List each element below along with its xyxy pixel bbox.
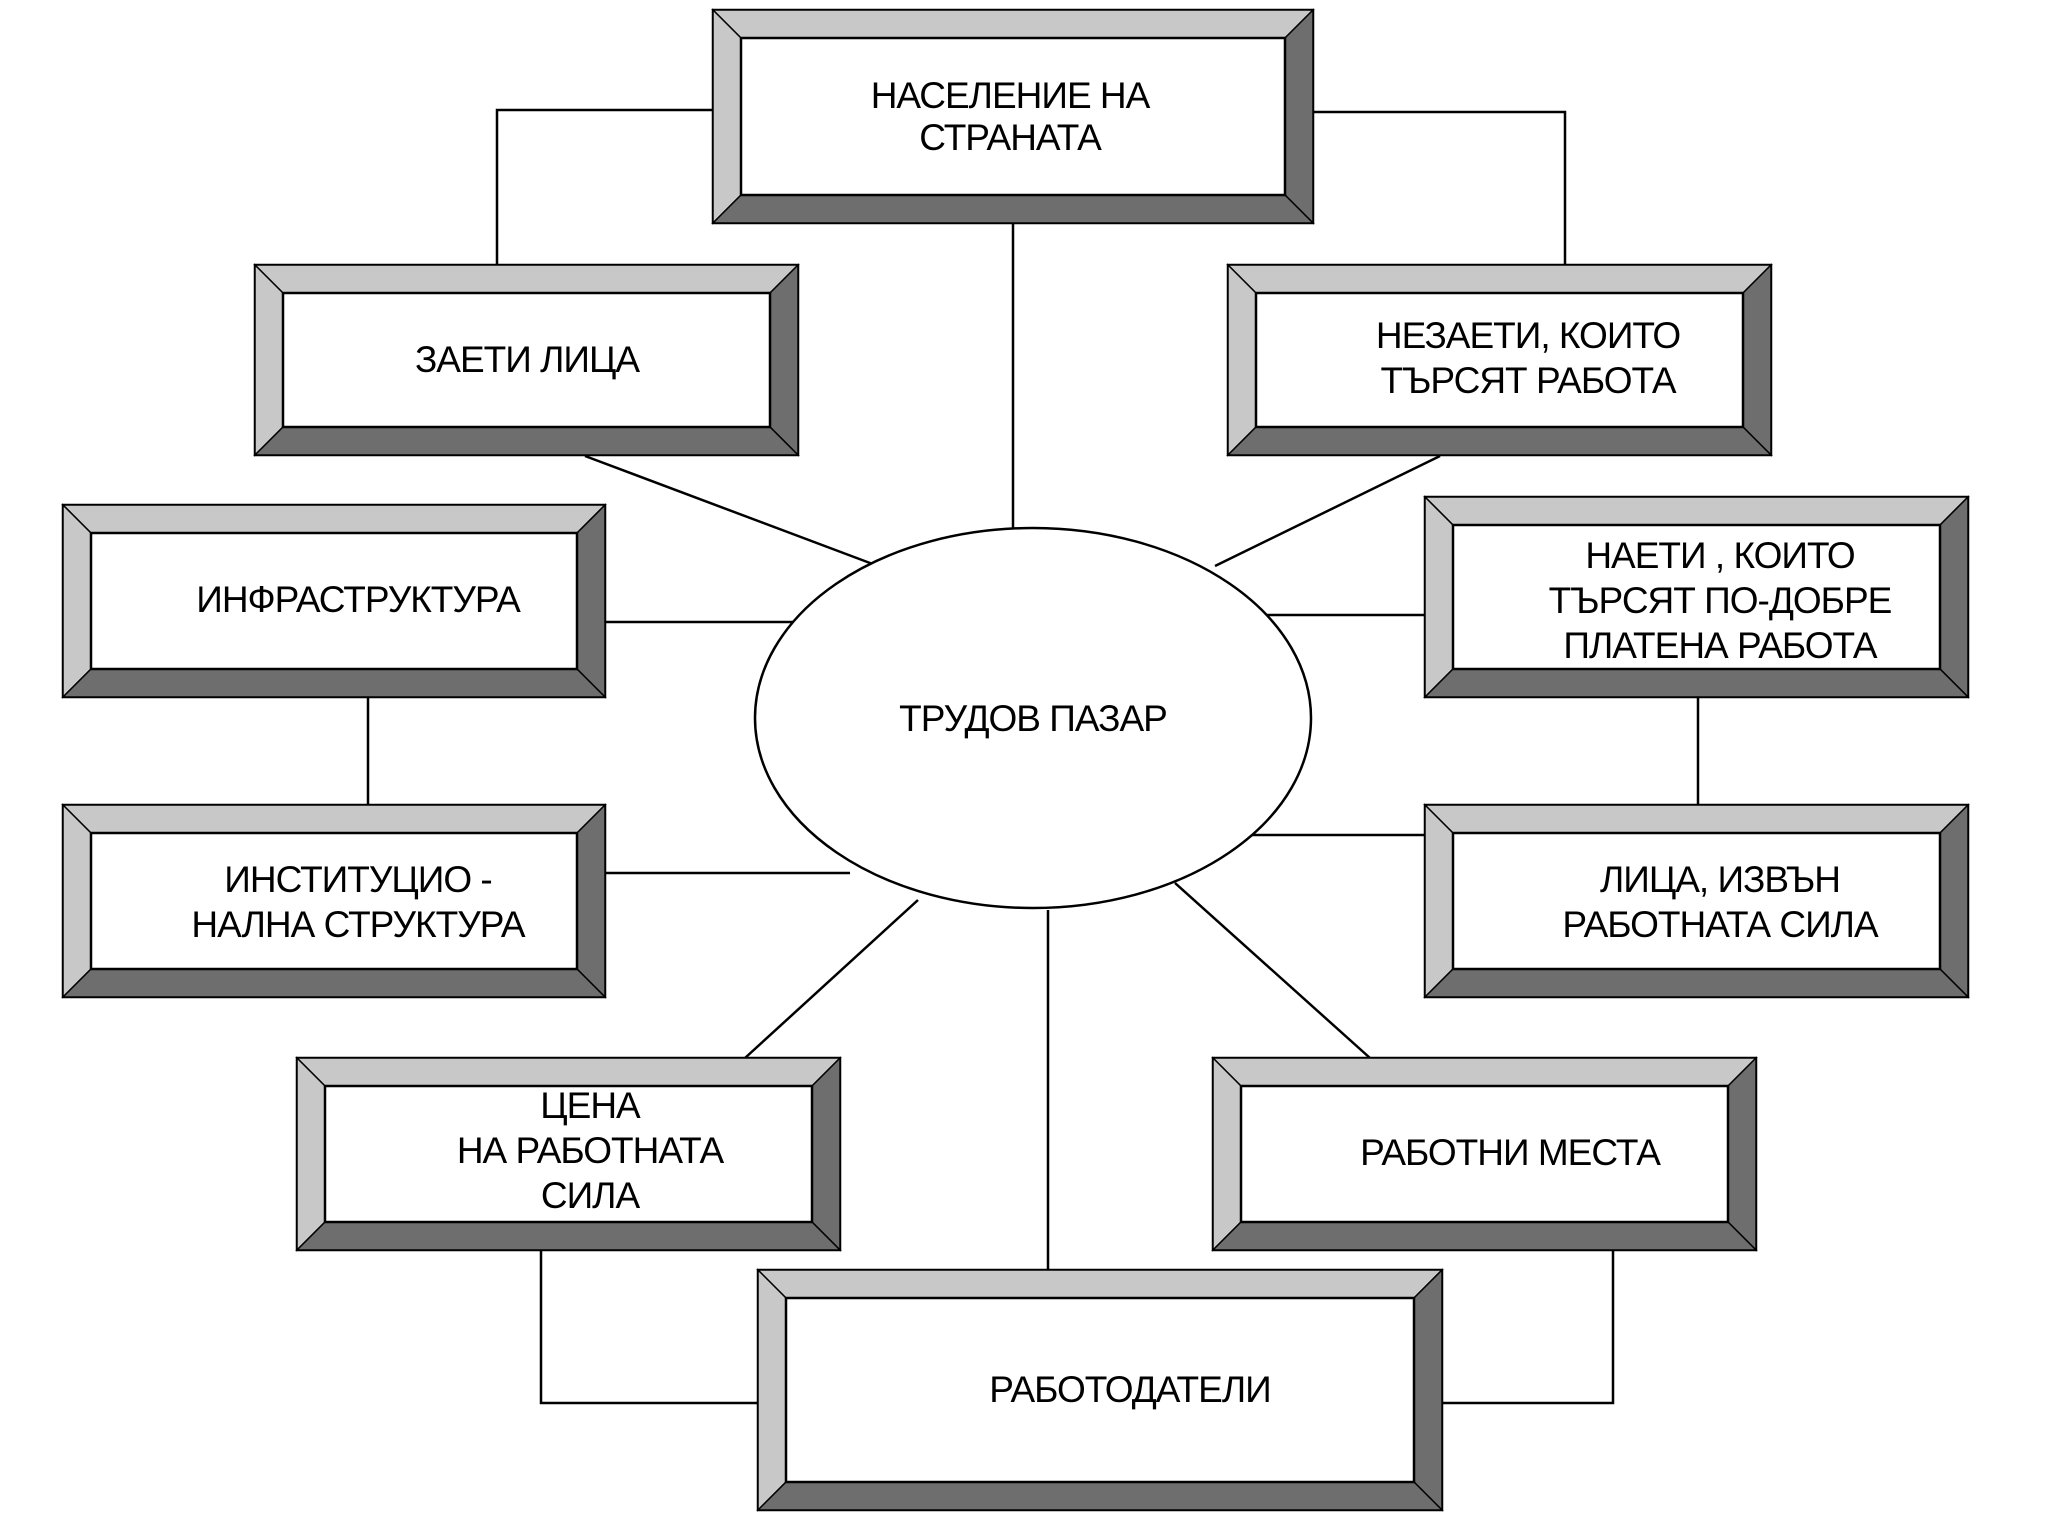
bevel-left bbox=[1424, 803, 1454, 999]
bevel-right bbox=[1727, 1056, 1757, 1252]
box-label-line: ИНСТИТУЦИО - bbox=[224, 859, 491, 900]
bevel-right bbox=[811, 1056, 841, 1252]
bevel-top bbox=[61, 804, 607, 834]
box-label-line: РАБОТНАТА СИЛА bbox=[1562, 904, 1879, 945]
bevel-left bbox=[1227, 263, 1257, 457]
bevel-left bbox=[62, 503, 92, 699]
box-label-line: ПЛАТЕНА РАБОТА bbox=[1563, 625, 1878, 666]
box-face bbox=[1451, 523, 1942, 671]
bevel-bottom bbox=[295, 1221, 842, 1251]
bevel-bottom bbox=[1423, 668, 1970, 698]
bevel-left bbox=[757, 1268, 787, 1512]
box-label-line: ЦЕНА bbox=[540, 1085, 641, 1126]
box-label-line: НАЕТИ , КОИТО bbox=[1585, 535, 1855, 576]
bevel-top bbox=[295, 1057, 842, 1087]
box-face bbox=[739, 36, 1287, 197]
bevel-top bbox=[756, 1269, 1444, 1299]
box-label-line: РАБОТНИ МЕСТА bbox=[1360, 1132, 1661, 1173]
box-label-line: ЗАЕТИ ЛИЦА bbox=[415, 339, 640, 380]
bevel-top bbox=[1423, 496, 1970, 526]
hub-ellipse bbox=[753, 526, 1313, 910]
box-label-line: ИНФРАСТРУКТУРА bbox=[196, 579, 521, 620]
box-face bbox=[89, 531, 579, 671]
hub-label: ТРУДОВ ПАЗАР bbox=[899, 698, 1167, 739]
bevel-right bbox=[1742, 263, 1772, 457]
connector-workplaces-hub bbox=[1174, 882, 1371, 1059]
box-label-line: ЛИЦА, ИЗВЪН bbox=[1600, 859, 1840, 900]
box-infrastructure: ИНФРАСТРУКТУРА bbox=[61, 503, 607, 699]
connectors bbox=[366, 108, 1700, 1405]
bevel-left bbox=[1424, 495, 1454, 699]
bevel-bottom bbox=[1226, 426, 1773, 456]
box-label-line: СИЛА bbox=[541, 1175, 641, 1216]
box-face bbox=[1451, 831, 1942, 971]
bevel-bottom bbox=[61, 668, 607, 698]
bevel-right bbox=[1939, 803, 1969, 999]
bevel-top bbox=[1211, 1057, 1758, 1087]
box-employers: РАБОТОДАТЕЛИ bbox=[756, 1268, 1444, 1512]
box-face bbox=[1254, 291, 1745, 429]
bevel-left bbox=[1212, 1056, 1242, 1252]
bevel-right bbox=[1413, 1268, 1443, 1512]
bevel-top bbox=[61, 504, 607, 534]
bevel-right bbox=[769, 263, 799, 457]
box-label-line: НЕЗАЕТИ, КОИТО bbox=[1376, 315, 1680, 356]
bevel-right bbox=[576, 803, 606, 999]
box-face bbox=[1239, 1084, 1730, 1224]
connector-population-employed bbox=[495, 108, 712, 265]
box-workplaces: РАБОТНИ МЕСТА bbox=[1211, 1056, 1758, 1252]
bevel-right bbox=[1939, 495, 1969, 699]
box-face bbox=[323, 1084, 814, 1224]
bevel-left bbox=[296, 1056, 326, 1252]
bevel-left bbox=[254, 263, 284, 457]
box-institutional: ИНСТИТУЦИО -НАЛНА СТРУКТУРА bbox=[61, 803, 607, 999]
bevel-bottom bbox=[1211, 1221, 1758, 1251]
bevel-top bbox=[1226, 264, 1773, 294]
hub-node: ТРУДОВ ПАЗАР bbox=[753, 526, 1313, 910]
bevel-left bbox=[62, 803, 92, 999]
bevel-right bbox=[576, 503, 606, 699]
bevel-right bbox=[1284, 8, 1314, 225]
box-label-line: РАБОТОДАТЕЛИ bbox=[989, 1369, 1270, 1410]
bevel-bottom bbox=[61, 968, 607, 998]
box-label-line: НАЛНА СТРУКТУРА bbox=[191, 904, 525, 945]
connector-labor-price-employers bbox=[539, 1250, 758, 1405]
box-label-line: ТЪРСЯТ ПО-ДОБРЕ bbox=[1549, 580, 1892, 621]
bevel-top bbox=[711, 9, 1315, 39]
box-label-line: НА РАБОТНАТА bbox=[457, 1130, 725, 1171]
box-label-line: СТРАНАТА bbox=[919, 117, 1102, 158]
connector-workplaces-employers bbox=[1442, 1250, 1615, 1405]
bevel-bottom bbox=[1423, 968, 1970, 998]
bevel-bottom bbox=[756, 1481, 1444, 1511]
connector-unemployed-hub bbox=[1214, 454, 1441, 568]
bevel-left bbox=[712, 8, 742, 225]
connector-labor-price-hub bbox=[744, 899, 919, 1059]
connector-population-unemployed bbox=[1312, 110, 1567, 265]
bevel-bottom bbox=[253, 426, 800, 456]
bevel-top bbox=[1423, 804, 1970, 834]
box-face bbox=[784, 1296, 1416, 1484]
box-employed: ЗАЕТИ ЛИЦА bbox=[253, 263, 800, 457]
box-face bbox=[281, 291, 772, 429]
box-label-line: НАСЕЛЕНИЕ НА bbox=[871, 75, 1151, 116]
box-label-line: ТЪРСЯТ РАБОТА bbox=[1380, 360, 1676, 401]
box-face bbox=[89, 831, 579, 971]
bevel-top bbox=[253, 264, 800, 294]
connector-employed-hub bbox=[584, 454, 879, 568]
bevel-bottom bbox=[711, 194, 1315, 224]
